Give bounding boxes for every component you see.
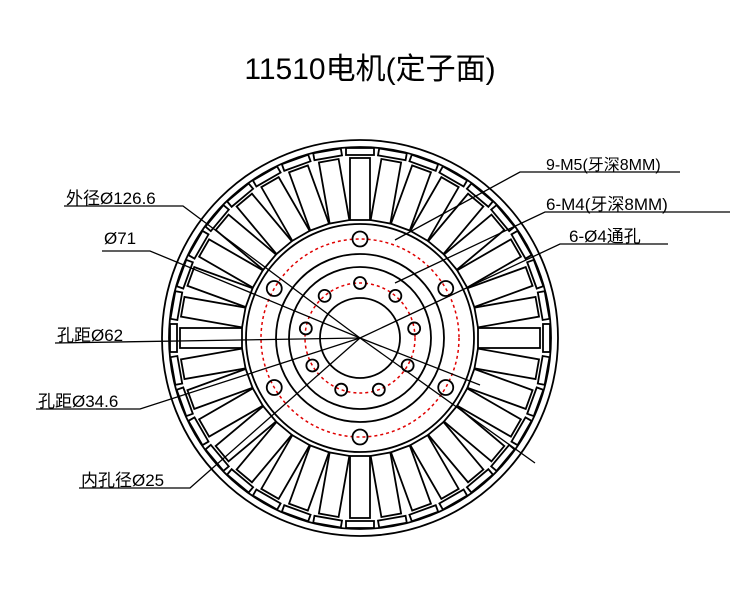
stator-slot: [280, 153, 331, 232]
inner-bore-circle: [319, 297, 401, 379]
leader-line: [64, 205, 361, 339]
stator-slot: [251, 165, 311, 243]
stator-slot: [389, 153, 440, 232]
m5-hole: [371, 382, 386, 397]
stator-slot: [442, 203, 516, 272]
stator-slot: [175, 367, 254, 418]
stator-slot: [369, 147, 408, 225]
stator-slot: [466, 367, 545, 418]
stator-slot: [442, 404, 516, 473]
stator-slot: [225, 420, 294, 494]
m5-hole: [298, 321, 313, 336]
leader-line: [359, 243, 668, 339]
stator-slot: [345, 147, 375, 221]
label-hole-pitch-62: 孔距Ø62: [57, 326, 124, 345]
stator-slot: [187, 229, 265, 289]
pitch-circle-34-6: [304, 282, 416, 394]
stator-slot: [225, 182, 294, 256]
leader-line: [359, 337, 536, 464]
stator-slot: [426, 182, 495, 256]
m5-hole: [388, 288, 403, 303]
stator-slot: [312, 147, 351, 225]
stator-slot: [409, 433, 469, 511]
stator-slot: [345, 455, 375, 529]
stator-slot: [280, 444, 331, 523]
label-m4: 6-M4(牙深8MM): [546, 195, 668, 214]
ring-circle-2: [288, 266, 432, 410]
stator-slot: [455, 387, 533, 447]
label-inner-bore: 内孔径Ø25: [81, 471, 165, 490]
ring-circle-1: [275, 253, 445, 423]
m5-hole: [317, 288, 332, 303]
through-hole: [437, 379, 455, 396]
label-m5: 9-M5(牙深8MM): [546, 157, 661, 174]
through-hole: [351, 428, 369, 446]
leader-line: [102, 250, 361, 339]
outer-rim-circle: [168, 146, 552, 530]
m5-hole: [334, 382, 349, 397]
label-outer-diameter: 外径Ø126.6: [66, 189, 156, 208]
leader-line: [36, 337, 361, 410]
stator-slot: [251, 433, 311, 511]
leader-line: [79, 337, 361, 489]
stator-slot: [187, 387, 265, 447]
pitch-circle-62: [260, 238, 460, 438]
stator-slot: [473, 347, 551, 386]
through-hole: [437, 280, 455, 297]
through-hole: [265, 280, 283, 297]
stator-slot: [312, 451, 351, 529]
stator-slot: [169, 347, 247, 386]
stator-slot: [204, 404, 278, 473]
through-hole: [265, 379, 283, 396]
stator-slot: [204, 203, 278, 272]
m5-hole: [407, 321, 422, 336]
leader-line: [54, 337, 361, 344]
stator-slot: [473, 290, 551, 329]
outer-circle: [161, 139, 559, 537]
stator-slot: [175, 258, 254, 309]
m5-hole: [305, 358, 320, 373]
stator-slot: [369, 451, 408, 529]
label-through-holes: 6-Ø4通孔: [569, 227, 641, 246]
label-d71: Ø71: [104, 229, 137, 248]
stator-slot: [389, 444, 440, 523]
leader-line: [394, 171, 680, 241]
leader-line: [394, 211, 730, 284]
drawing-title: 11510电机(定子面): [244, 53, 496, 86]
stator-slot: [169, 323, 243, 353]
stator-slot: [455, 229, 533, 289]
stator-slot: [169, 290, 247, 329]
leader-line: [359, 337, 481, 386]
m5-hole: [353, 276, 367, 290]
stator-slot: [466, 258, 545, 309]
stator-slot: [426, 420, 495, 494]
through-hole: [351, 230, 369, 248]
label-hole-pitch-34-6: 孔距Ø34.6: [38, 392, 119, 411]
stator-slot: [477, 323, 551, 353]
